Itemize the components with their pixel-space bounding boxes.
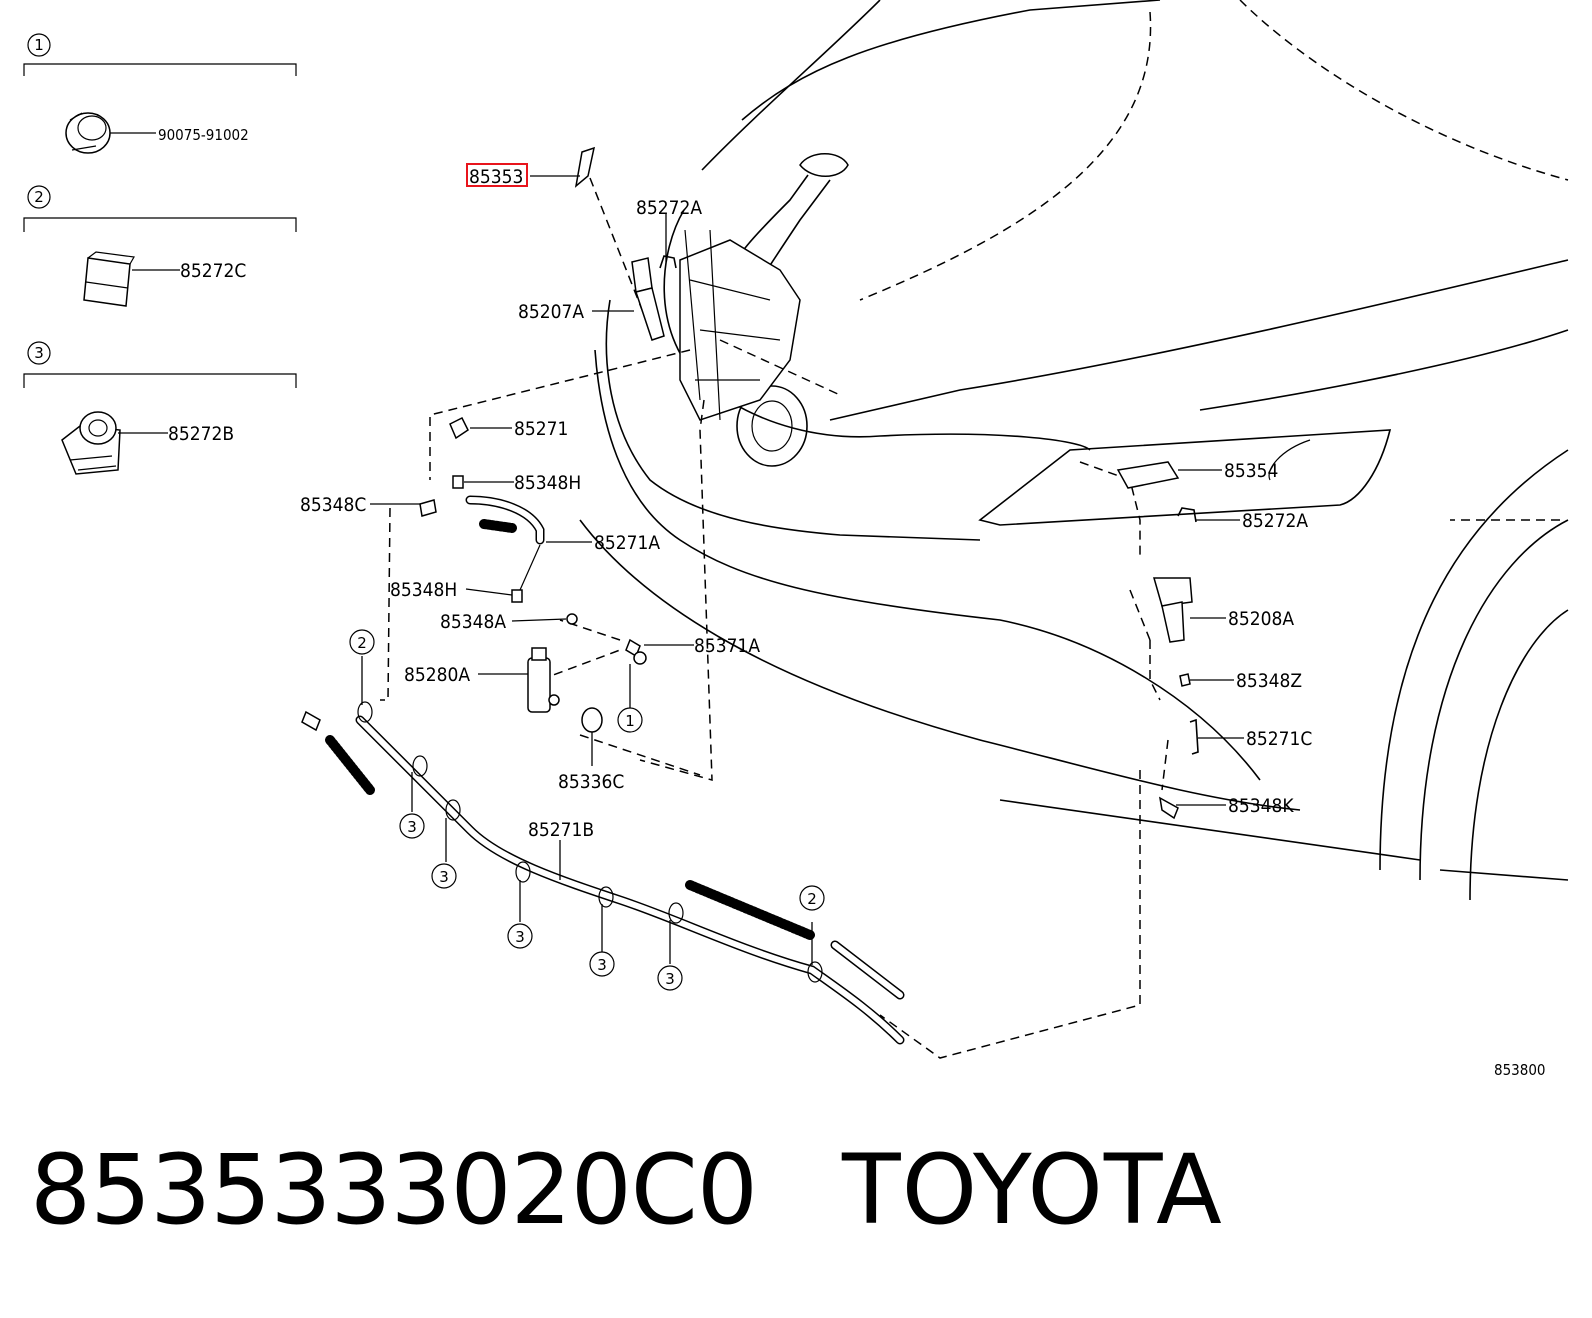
clip-block-icon: [83, 251, 135, 307]
callout-85272A[interactable]: 85272A: [1242, 510, 1308, 532]
callout-85207A[interactable]: 85207A: [518, 301, 584, 323]
protector-tube-icon: [685, 880, 815, 940]
marker-3: 3: [657, 965, 683, 991]
protector-tube-icon: [325, 735, 375, 795]
callout-85348A[interactable]: 85348A: [440, 611, 506, 633]
legend-index-marker: [27, 341, 51, 365]
callout-85280A[interactable]: 85280A: [404, 664, 470, 686]
svg-text:2: 2: [357, 634, 367, 652]
marker-2: 2: [799, 885, 825, 911]
callout-85336C[interactable]: 85336C: [558, 771, 624, 793]
grommet-icon: [581, 707, 603, 733]
legend-index: 3: [34, 344, 44, 362]
legend-item-1: 1 90075-91002: [23, 33, 297, 154]
svg-text:3: 3: [407, 818, 417, 836]
brand-name: TOYOTA: [841, 1134, 1223, 1246]
callout-85271A[interactable]: 85271A: [594, 532, 660, 554]
parts-diagram: 1 90075-91002 2 85272C 3: [23, 0, 1569, 1079]
callout-85354[interactable]: 85354: [1224, 460, 1278, 482]
hose-clip-icon: [61, 411, 121, 475]
callout-85271C[interactable]: 85271C: [1246, 728, 1312, 750]
legend: 1 90075-91002 2 85272C 3: [23, 33, 297, 475]
callout-85371A[interactable]: 85371A: [694, 635, 760, 657]
clamp-icon: [65, 112, 111, 154]
headlamp-cleaner-nozzle-right-icon: [1153, 577, 1193, 643]
clip-icon: [1177, 507, 1197, 523]
callout-85348H[interactable]: 85348H: [514, 472, 581, 494]
callout-85348H[interactable]: 85348H: [390, 579, 457, 601]
footer: 8535333020C0 TOYOTA: [30, 1130, 1570, 1250]
legend-item-2: 2 85272C: [23, 185, 297, 307]
callout-85348Z[interactable]: 85348Z: [1236, 670, 1302, 692]
connector-icon: [452, 475, 464, 489]
legend-index: 2: [34, 188, 44, 206]
svg-text:3: 3: [515, 928, 525, 946]
legend-index: 1: [34, 36, 44, 54]
headlamp-cleaner-cap-icon: [574, 146, 596, 188]
svg-text:1: 1: [625, 712, 635, 730]
svg-text:3: 3: [439, 868, 449, 886]
clip-icon: [659, 255, 677, 269]
headlamp-cleaner-cover-icon: [1116, 461, 1180, 489]
connector-icon: [511, 589, 523, 603]
marker-1: 1: [617, 707, 643, 733]
callout-85271[interactable]: 85271: [514, 418, 568, 440]
connector-icon: [449, 416, 469, 440]
callout-85348K[interactable]: 85348K: [1228, 795, 1294, 817]
callout-85208A[interactable]: 85208A: [1228, 608, 1294, 630]
svg-text:2: 2: [807, 890, 817, 908]
vehicle-body-outline: [579, 0, 1569, 901]
circle-markers: 2 3 3 3 3 3 2 1: [349, 629, 825, 991]
marker-2: 2: [349, 629, 375, 655]
diagram-id: 853800: [1494, 1061, 1546, 1079]
marker-3: 3: [399, 813, 425, 839]
svg-text:3: 3: [597, 956, 607, 974]
legend-part-label[interactable]: 85272B: [168, 423, 234, 445]
legend-part-label[interactable]: 85272C: [180, 260, 246, 282]
marker-3: 3: [589, 951, 615, 977]
legend-index-marker: [27, 33, 51, 57]
parts: [301, 146, 1199, 1045]
callout-85272A[interactable]: 85272A: [636, 197, 702, 219]
legend-bracket: [23, 217, 297, 232]
assembly-lines: [380, 177, 1169, 1059]
callout-labels: 85353 85272A 85207A 85271 85348H 85348C …: [300, 163, 1546, 1079]
marker-3: 3: [431, 863, 457, 889]
washer-pump-icon: [527, 647, 560, 713]
legend-bracket: [23, 63, 297, 76]
leader-lines: [361, 175, 1244, 965]
marker-3: 3: [507, 923, 533, 949]
legend-item-3: 3 85272B: [23, 341, 297, 475]
callout-85353-highlighted[interactable]: 85353: [469, 166, 523, 188]
legend-part-label[interactable]: 90075-91002: [158, 126, 249, 144]
highlight-box: [466, 163, 528, 187]
headlamp-cleaner-nozzle-left-icon: [631, 257, 665, 341]
legend-index-marker: [27, 185, 51, 209]
part-number-title: 8535333020C0: [30, 1134, 758, 1246]
callout-85348C[interactable]: 85348C: [300, 494, 366, 516]
callout-85271B[interactable]: 85271B: [528, 819, 594, 841]
legend-bracket: [23, 373, 297, 388]
protector-tube-icon: [479, 519, 517, 533]
check-valve-icon: [419, 499, 437, 517]
svg-text:3: 3: [665, 970, 675, 988]
